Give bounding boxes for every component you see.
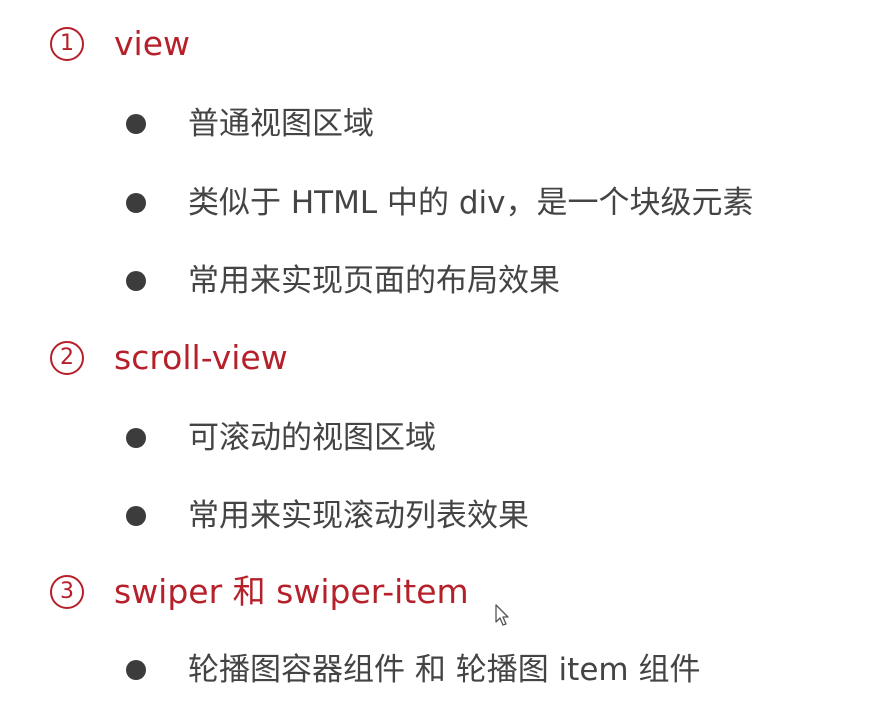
list-item: 可滚动的视图区域 (126, 418, 436, 458)
list-item-text: 轮播图容器组件 和 轮播图 item 组件 (188, 652, 701, 688)
circled-number-2-icon: 2 (50, 341, 84, 375)
circled-number-3-icon: 3 (50, 575, 84, 609)
bullet-icon (126, 428, 146, 448)
list-item-text: 常用来实现页面的布局效果 (188, 263, 560, 299)
list-item: 常用来实现页面的布局效果 (126, 261, 560, 301)
bullet-icon (126, 271, 146, 291)
list-item-text: 可滚动的视图区域 (188, 420, 436, 456)
bullet-icon (126, 193, 146, 213)
mouse-pointer-icon (495, 604, 509, 626)
section-2-title: scroll-view (114, 338, 288, 377)
list-item: 常用来实现滚动列表效果 (126, 496, 529, 536)
section-1-title: view (114, 24, 190, 63)
section-3-title: swiper 和 swiper-item (114, 572, 469, 611)
list-item-text: 普通视图区域 (188, 106, 374, 142)
section-3-heading: 3 swiper 和 swiper-item (50, 572, 469, 612)
section-2-heading: 2 scroll-view (50, 338, 288, 378)
bullet-icon (126, 506, 146, 526)
list-item: 轮播图容器组件 和 轮播图 item 组件 (126, 650, 700, 690)
list-item: 普通视图区域 (126, 104, 374, 144)
section-1-heading: 1 view (50, 24, 190, 64)
bullet-icon (126, 114, 146, 134)
circled-number-1-icon: 1 (50, 27, 84, 61)
list-item-text: 常用来实现滚动列表效果 (188, 498, 529, 534)
list-item: 类似于 HTML 中的 div，是一个块级元素 (126, 183, 753, 223)
list-item-text: 类似于 HTML 中的 div，是一个块级元素 (188, 185, 754, 221)
bullet-icon (126, 660, 146, 680)
